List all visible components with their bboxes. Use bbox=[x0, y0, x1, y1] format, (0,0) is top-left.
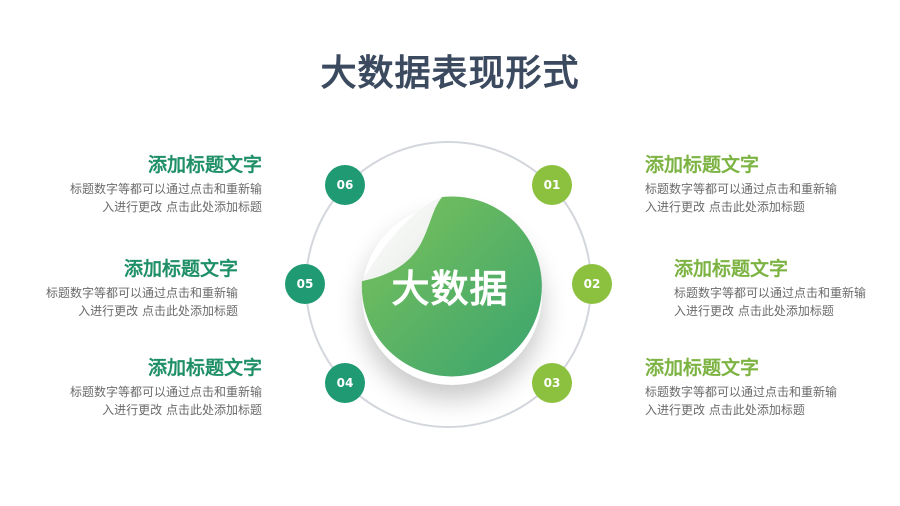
item-desc-line1: 标题数字等都可以通过点击和重新输 bbox=[645, 385, 838, 399]
badge-01: 01 bbox=[532, 165, 572, 205]
center-label: 大数据 bbox=[391, 267, 509, 311]
badge-06: 06 bbox=[325, 165, 365, 205]
item-02: 添加标题文字 标题数字等都可以通过点击和重新输 入进行更改 点击此处添加标题 bbox=[674, 257, 900, 320]
badge-05: 05 bbox=[285, 264, 325, 304]
item-heading[interactable]: 添加标题文字 bbox=[674, 258, 789, 280]
item-desc-line1: 标题数字等都可以通过点击和重新输 bbox=[69, 182, 262, 196]
item-desc-line2: 入进行更改 点击此处添加标题 bbox=[102, 403, 262, 417]
page-title: 大数据表现形式 bbox=[320, 53, 580, 94]
item-heading[interactable]: 添加标题文字 bbox=[645, 357, 760, 379]
item-heading[interactable]: 添加标题文字 bbox=[123, 258, 238, 280]
center-sticker bbox=[361, 196, 542, 377]
item-desc-line2: 入进行更改 点击此处添加标题 bbox=[645, 403, 805, 417]
item-heading[interactable]: 添加标题文字 bbox=[147, 154, 262, 176]
item-heading[interactable]: 添加标题文字 bbox=[645, 154, 760, 176]
item-04: 添加标题文字 标题数字等都可以通过点击和重新输 入进行更改 点击此处添加标题 bbox=[32, 356, 262, 419]
item-desc-line2: 入进行更改 点击此处添加标题 bbox=[674, 304, 834, 318]
item-desc-line2: 入进行更改 点击此处添加标题 bbox=[645, 200, 805, 214]
item-desc-line2: 入进行更改 点击此处添加标题 bbox=[102, 200, 262, 214]
item-06: 添加标题文字 标题数字等都可以通过点击和重新输 入进行更改 点击此处添加标题 bbox=[32, 153, 262, 216]
badge-03: 03 bbox=[532, 363, 572, 403]
item-desc-line1: 标题数字等都可以通过点击和重新输 bbox=[45, 286, 238, 300]
item-03: 添加标题文字 标题数字等都可以通过点击和重新输 入进行更改 点击此处添加标题 bbox=[645, 356, 875, 419]
item-desc-line2: 入进行更改 点击此处添加标题 bbox=[78, 304, 238, 318]
item-desc-line1: 标题数字等都可以通过点击和重新输 bbox=[69, 385, 262, 399]
item-heading[interactable]: 添加标题文字 bbox=[147, 357, 262, 379]
badge-02: 02 bbox=[572, 264, 612, 304]
item-desc-line1: 标题数字等都可以通过点击和重新输 bbox=[645, 182, 838, 196]
item-01: 添加标题文字 标题数字等都可以通过点击和重新输 入进行更改 点击此处添加标题 bbox=[645, 153, 875, 216]
item-05: 添加标题文字 标题数字等都可以通过点击和重新输 入进行更改 点击此处添加标题 bbox=[8, 257, 238, 320]
badge-04: 04 bbox=[325, 363, 365, 403]
item-desc-line1: 标题数字等都可以通过点击和重新输 bbox=[674, 286, 867, 300]
